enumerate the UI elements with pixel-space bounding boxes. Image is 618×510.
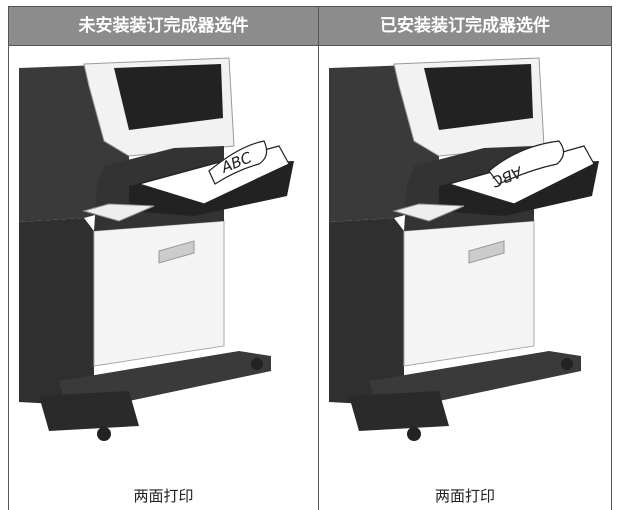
header-without-finisher: 未安装装订完成器选件 <box>78 16 249 36</box>
caption-without-finisher: 两面打印 <box>133 487 194 505</box>
table-header: 未安装装订完成器选件 已安装装订完成器选件 <box>9 7 611 46</box>
caption-with-finisher: 两面打印 <box>434 487 495 505</box>
column-without-finisher: ABC 两面打印 <box>9 46 318 510</box>
printer-illustration-right: ABC <box>329 57 599 441</box>
printer-illustration-left: ABC <box>19 57 294 441</box>
header-with-finisher: 已安装装订完成器选件 <box>380 16 550 36</box>
column-with-finisher: ABC 两面打印 <box>319 46 611 510</box>
comparison-table: 未安装装订完成器选件 已安装装订完成器选件 ABC <box>8 6 612 510</box>
column-divider <box>318 7 319 510</box>
